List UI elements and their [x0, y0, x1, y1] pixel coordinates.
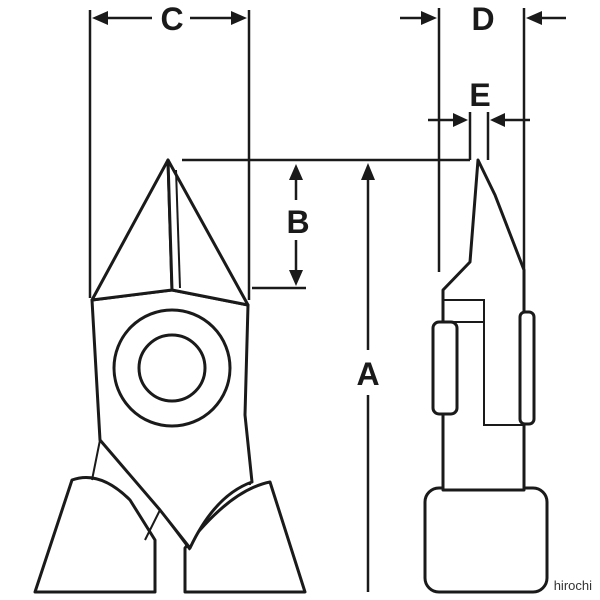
e-arrowhead-right — [490, 113, 505, 127]
dimension-e: E — [428, 77, 530, 160]
right-handle-grip — [183, 480, 307, 594]
dimension-d: D — [400, 1, 566, 272]
b-arrowhead-bottom — [289, 270, 303, 286]
side-plate-right — [518, 310, 536, 426]
side-handle-grip — [423, 486, 549, 594]
jaw-centerline — [167, 159, 173, 291]
side-plate-left — [431, 320, 459, 416]
dimension-a: A — [356, 163, 380, 592]
left-jaw — [90, 158, 174, 302]
a-arrowhead-top — [361, 163, 375, 180]
dimension-b: B — [182, 158, 470, 290]
pivot-inner-ring — [137, 333, 207, 403]
pliers-side-view — [423, 158, 549, 594]
jaw-inner-edge — [175, 169, 181, 289]
dimension-c-label: C — [160, 1, 183, 37]
dimension-a-label: A — [356, 356, 379, 392]
dimension-b-label: B — [286, 204, 309, 240]
c-arrowhead-left — [92, 11, 108, 25]
d-arrowhead-right — [526, 11, 542, 25]
watermark-text: hirochi — [554, 578, 592, 593]
pliers-front-view — [33, 158, 307, 594]
left-handle-grip — [33, 476, 157, 594]
side-jaw-detail — [443, 299, 524, 426]
e-arrowhead-left — [453, 113, 468, 127]
d-arrowhead-left — [421, 11, 437, 25]
dimension-d-label: D — [471, 1, 494, 37]
b-arrowhead-top — [289, 164, 303, 180]
dimension-e-label: E — [469, 77, 490, 113]
dimension-c: C — [88, 1, 251, 300]
c-arrowhead-right — [231, 11, 247, 25]
